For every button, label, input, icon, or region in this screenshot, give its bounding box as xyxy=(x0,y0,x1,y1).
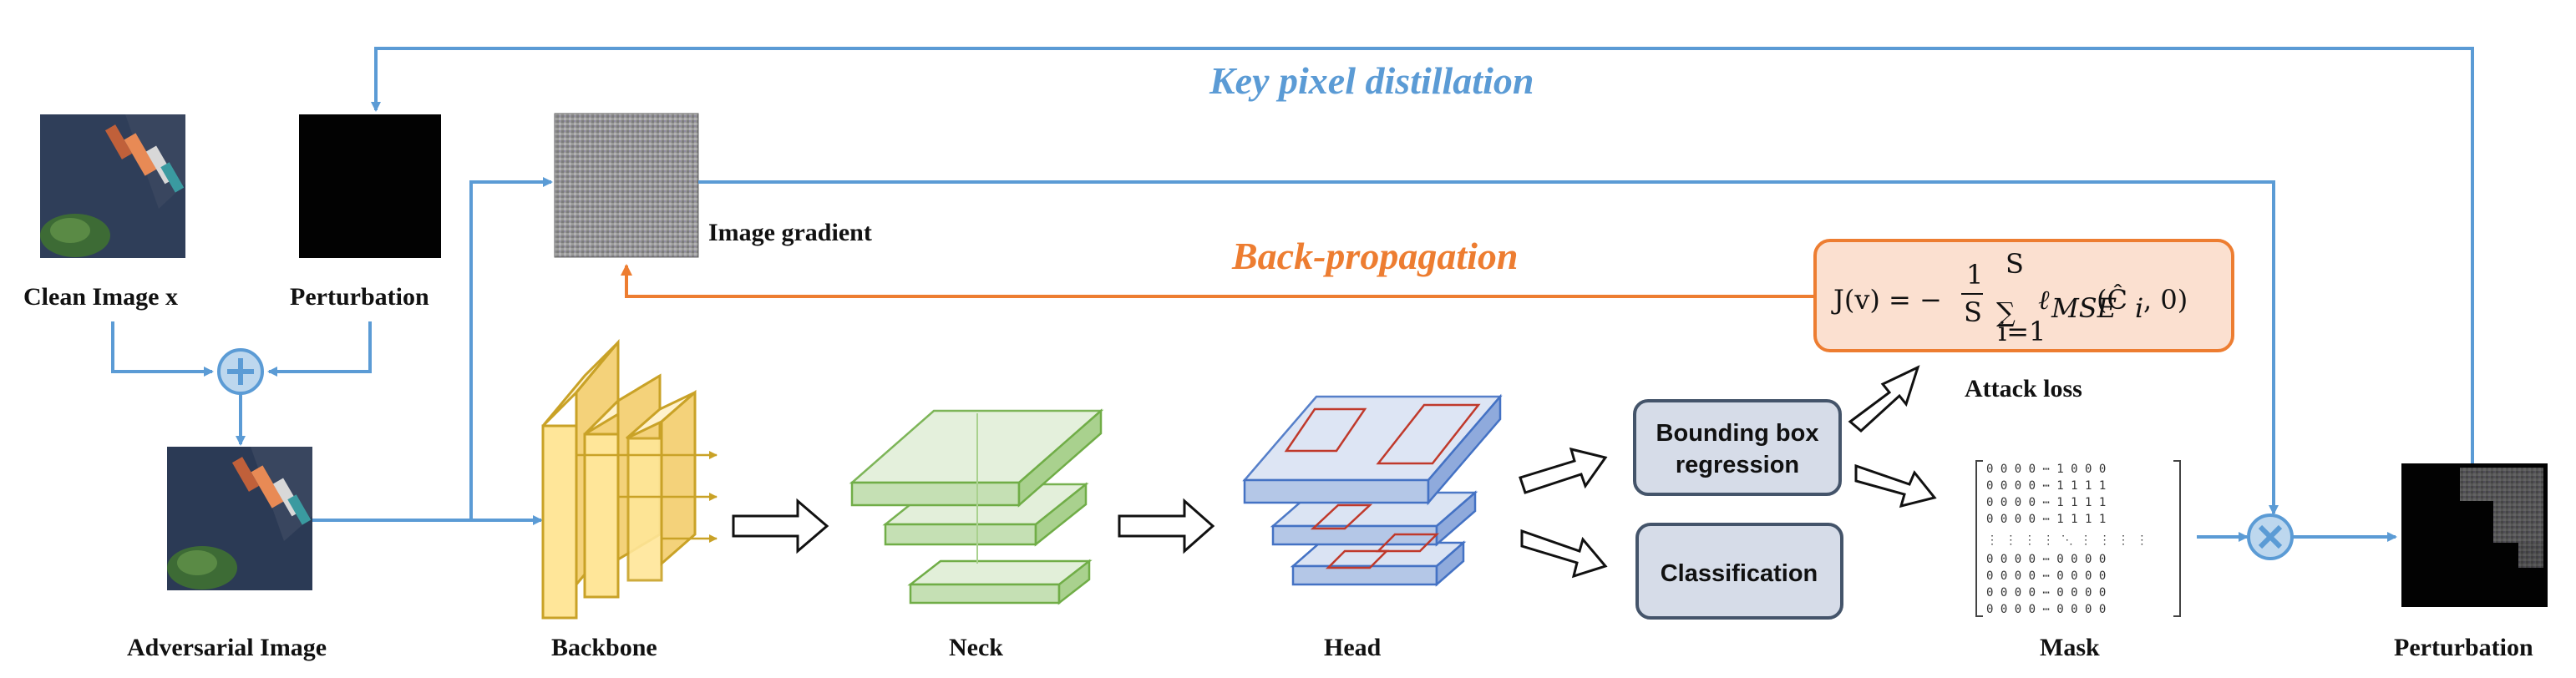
clean-image xyxy=(40,114,185,258)
svg-text:i: i xyxy=(2135,292,2143,324)
clean-image-label: Clean Image x xyxy=(23,283,178,311)
svg-text:J(v) = −: J(v) = − xyxy=(1831,284,1942,316)
bbox-regression-box: Bounding box regression xyxy=(1633,399,1842,496)
head-to-bbox-arrow xyxy=(1519,447,1608,494)
image-gradient xyxy=(554,113,699,258)
perturbation-image-top xyxy=(299,114,441,258)
head-detection-boxes xyxy=(1284,403,1481,569)
backbone-block xyxy=(541,338,697,620)
mask-label: Mask xyxy=(2040,634,2100,661)
adversarial-label: Adversarial Image xyxy=(127,634,327,661)
key-pixel-loop-arrow xyxy=(371,47,2474,468)
backbone-label: Backbone xyxy=(551,634,657,661)
svg-text:, 0): , 0) xyxy=(2143,284,2188,316)
svg-text:0 0 0 0 ⋯ 0 0 0 0: 0 0 0 0 ⋯ 0 0 0 0 xyxy=(1986,569,2106,583)
perturbation-output-image xyxy=(2401,463,2548,607)
svg-text:ℓ: ℓ xyxy=(2038,284,2050,316)
clean-to-plus-arrow xyxy=(111,321,214,377)
neck-label: Neck xyxy=(949,634,1003,661)
plus-node xyxy=(217,348,264,395)
classification-box: Classification xyxy=(1635,523,1843,620)
neck-to-head-arrow xyxy=(1118,498,1215,554)
perturbation-top-label: Perturbation xyxy=(290,283,429,311)
backbone-feature-arrows xyxy=(576,451,718,543)
svg-text:0 0 0 0 ⋯ 0 0 0 0: 0 0 0 0 ⋯ 0 0 0 0 xyxy=(1986,553,2106,566)
head-to-classification-arrow xyxy=(1520,529,1608,579)
bbox-to-mask-arrow xyxy=(1854,463,1937,508)
svg-text:i=1: i=1 xyxy=(1998,316,2046,347)
gradient-to-multiply-arrow xyxy=(698,180,2279,515)
svg-text:0 0 0 0 ⋯ 1 1 1 1: 0 0 0 0 ⋯ 1 1 1 1 xyxy=(1986,513,2106,526)
perturbation-output-label: Perturbation xyxy=(2394,634,2533,661)
bbox-to-loss-arrow xyxy=(1848,365,1920,433)
svg-text:Classification: Classification xyxy=(1661,560,1818,587)
svg-text:MSE: MSE xyxy=(2051,292,2117,324)
svg-text:0 0 0 0 ⋯ 1 1 1 1: 0 0 0 0 ⋯ 1 1 1 1 xyxy=(1986,496,2106,509)
backprop-title: Back-propagation xyxy=(1231,235,1518,277)
key-pixel-title: Key pixel distillation xyxy=(1209,59,1534,102)
svg-text:∑: ∑ xyxy=(1996,296,2016,328)
perturbation-to-plus-arrow xyxy=(267,321,372,377)
head-label: Head xyxy=(1324,634,1382,661)
svg-text:1: 1 xyxy=(1966,259,1983,291)
svg-text:0 0 0 0 ⋯ 0 0 0 0: 0 0 0 0 ⋯ 0 0 0 0 xyxy=(1986,603,2106,616)
backprop-arrow xyxy=(621,264,1821,298)
neck-block xyxy=(849,408,1104,605)
svg-text:S: S xyxy=(1964,296,1982,328)
svg-text:0 0 0 0 ⋯ 1 1 1 1: 0 0 0 0 ⋯ 1 1 1 1 xyxy=(1986,479,2106,493)
adversarial-image xyxy=(167,447,312,590)
mask-matrix: 0 0 0 0 ⋯ 1 0 0 0 0 0 0 0 ⋯ 1 1 1 1 0 0 … xyxy=(1975,460,2181,617)
attack-loss-label: Attack loss xyxy=(1965,375,2082,402)
svg-text:Bounding box: Bounding box xyxy=(1656,420,1819,447)
svg-text:0 0 0 0 ⋯ 1 0 0 0: 0 0 0 0 ⋯ 1 0 0 0 xyxy=(1986,463,2106,476)
image-gradient-label: Image gradient xyxy=(708,219,872,246)
multiply-node xyxy=(2247,514,2294,560)
attack-loss-box: J(v) = − 1 S ∑ S i=1 ℓ MSE (Ĉ i , 0) xyxy=(1813,239,2234,352)
backbone-to-neck-arrow xyxy=(732,498,829,554)
svg-text:⋮ ⋮ ⋮ ⋮ ⋱ ⋮ ⋮ ⋮ ⋮: ⋮ ⋮ ⋮ ⋮ ⋱ ⋮ ⋮ ⋮ ⋮ xyxy=(1986,534,2148,547)
svg-text:regression: regression xyxy=(1676,452,1799,478)
svg-text:(Ĉ: (Ĉ xyxy=(2097,284,2127,316)
svg-text:S: S xyxy=(2006,248,2024,280)
adversarial-to-gradient-arrow xyxy=(469,177,553,520)
svg-text:0 0 0 0 ⋯ 0 0 0 0: 0 0 0 0 ⋯ 0 0 0 0 xyxy=(1986,586,2106,600)
